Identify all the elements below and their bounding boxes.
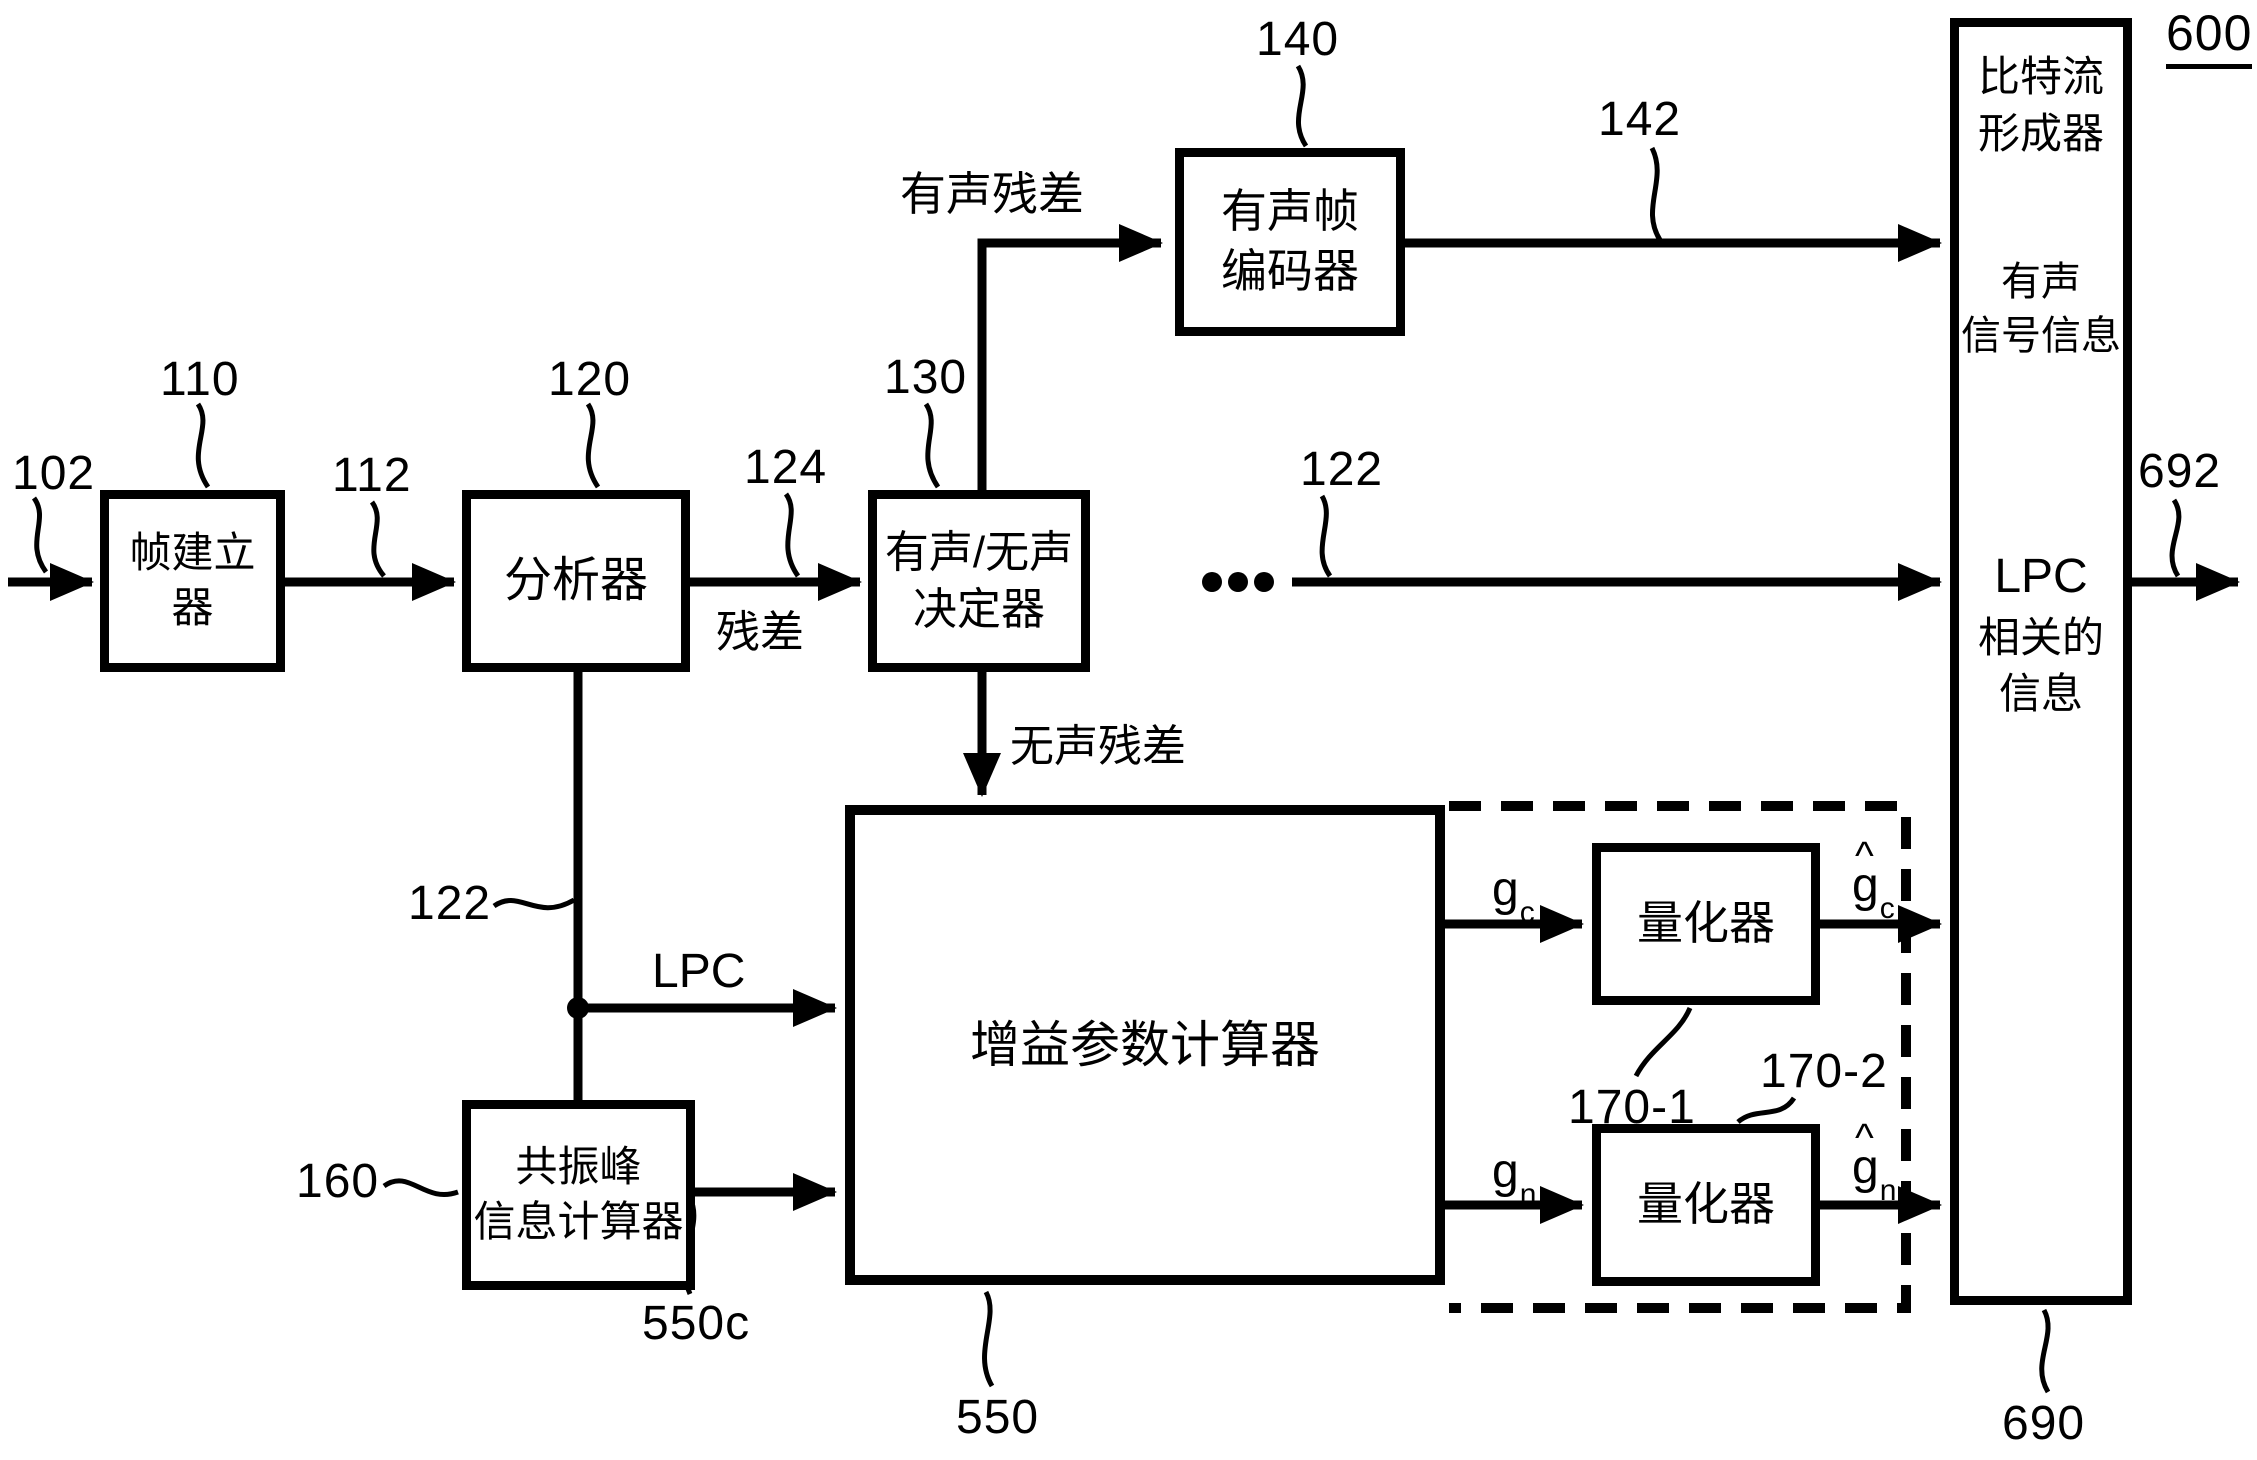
ref-170-1: 170-1 (1568, 1081, 1696, 1134)
quantizer-1-label: 量化器 (1637, 897, 1775, 950)
leader-170-2 (1736, 1096, 1797, 1125)
decider-label-line1: 有声/无声 (884, 527, 1074, 577)
gc-label: gc (1492, 862, 1535, 929)
block-bitstream-former: 比特流 形成器 有声 信号信息 LPC 相关的 信息 (1950, 18, 2132, 1305)
formant-label-line2: 信息计算器 (473, 1198, 684, 1245)
leader-122-right (1319, 494, 1333, 578)
gn-sub: n (1519, 1177, 1537, 1211)
analyzer-label: 分析器 (503, 553, 648, 607)
ref-690: 690 (2002, 1397, 2086, 1450)
gc-sub: c (1519, 895, 1535, 929)
ref-122-left: 122 (408, 877, 492, 930)
gc-hat-accent: ^ (1855, 834, 1874, 878)
bitstream-former-line1: 比特流 (1977, 53, 2104, 100)
lpc-info-line3: 信息 (1998, 670, 2083, 718)
block-voiced-frame-encoder: 有声帧 编码器 (1175, 148, 1405, 336)
ref-550c: 550c (642, 1297, 751, 1350)
block-quantizer-2: 量化器 (1592, 1124, 1820, 1286)
leader-110 (195, 402, 211, 489)
ellipsis-dots (1202, 572, 1274, 592)
gn-label: gn (1492, 1144, 1536, 1211)
leader-102 (31, 496, 49, 574)
lpc-info-line2: 相关的 (1977, 613, 2104, 661)
lpc-info-line1: LPC (1994, 550, 2088, 603)
dashed-group-box (1449, 801, 1911, 1313)
block-voiced-unvoiced-decider: 有声/无声 决定器 (868, 490, 1090, 672)
arrow-voiced-residual (977, 224, 1163, 492)
bitstream-former-title: 比特流 形成器 (1959, 49, 2123, 162)
leader-112 (369, 500, 386, 578)
gn-hat-accent: ^ (1855, 1116, 1874, 1160)
gc-base: g (1492, 863, 1519, 916)
leader-160 (382, 1178, 459, 1197)
ref-142: 142 (1598, 93, 1682, 146)
gain-parameter-calculator-label: 增益参数计算器 (970, 1016, 1320, 1073)
gn-hat-base: g (1852, 1141, 1879, 1194)
ref-124: 124 (744, 441, 828, 494)
bitstream-former-line2: 形成器 (1977, 109, 2104, 157)
leader-120 (585, 402, 601, 489)
leader-130 (923, 402, 941, 489)
ref-140: 140 (1256, 13, 1340, 66)
leader-140 (1295, 64, 1309, 148)
ref-130: 130 (884, 351, 968, 404)
gn-hat-sub: n (1879, 1173, 1897, 1207)
voiced-residual-label: 有声残差 (900, 168, 1084, 220)
leader-550 (982, 1290, 995, 1388)
gc-hat-base: g (1852, 859, 1879, 912)
leader-122-left (492, 897, 576, 911)
ref-692: 692 (2138, 445, 2222, 498)
lpc-wire-label: LPC (652, 945, 746, 998)
voiced-frame-encoder-line2: 编码器 (1221, 245, 1359, 297)
formant-label-line1: 共振峰 (515, 1143, 642, 1191)
ref-160: 160 (296, 1155, 380, 1208)
unvoiced-residual-label: 无声残差 (1010, 722, 1186, 771)
leader-692 (2169, 498, 2182, 578)
block-analyzer: 分析器 (462, 490, 690, 672)
block-formant-info-calculator: 共振峰 信息计算器 (462, 1100, 695, 1290)
leader-124 (783, 492, 801, 578)
ref-102: 102 (12, 447, 96, 500)
gn-base: g (1492, 1145, 1519, 1198)
decider-label-line2: 决定器 (913, 585, 1045, 634)
lpc-related-info: LPC 相关的 信息 (1959, 545, 2123, 723)
gc-hat-label: ^ gc (1852, 834, 1895, 925)
leader-170-1 (1633, 1006, 1693, 1078)
ref-120: 120 (548, 353, 632, 406)
frame-builder-label: 帧建立器 (129, 529, 256, 631)
ref-122-right: 122 (1300, 443, 1384, 496)
block-frame-builder: 帧建立器 (100, 490, 285, 672)
voiced-signal-info: 有声 信号信息 (1959, 255, 2123, 363)
quantizer-2-label: 量化器 (1637, 1178, 1775, 1231)
ref-550: 550 (956, 1391, 1040, 1444)
ref-170-2: 170-2 (1760, 1045, 1888, 1098)
voiced-signal-info-line1: 有声 (2001, 260, 2081, 304)
block-gain-parameter-calculator: 增益参数计算器 (845, 805, 1445, 1285)
voiced-signal-info-line2: 信号信息 (1961, 314, 2121, 358)
leader-142 (1649, 146, 1663, 242)
voiced-frame-encoder-line1: 有声帧 (1221, 185, 1359, 238)
ref-600-figure: 600 (2166, 4, 2253, 69)
gc-hat-sub: c (1879, 891, 1895, 925)
residual-label: 残差 (716, 608, 804, 657)
ref-110: 110 (160, 353, 240, 406)
block-quantizer-1: 量化器 (1592, 843, 1820, 1005)
leader-690 (2039, 1308, 2051, 1394)
gn-hat-label: ^ gn (1852, 1116, 1896, 1207)
ref-112: 112 (332, 449, 412, 502)
